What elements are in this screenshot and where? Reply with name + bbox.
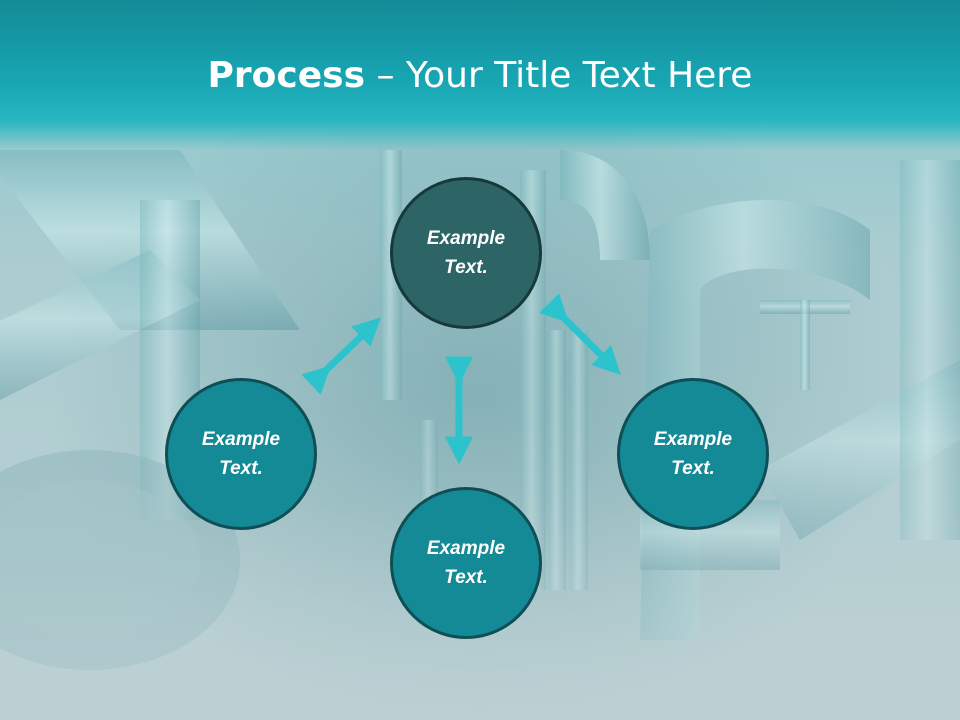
arrow-top-right <box>539 293 621 375</box>
node-text-line1: Example <box>426 538 506 559</box>
node-text-line2: Text. <box>444 257 488 278</box>
process-node-top: Example Text. <box>390 177 542 329</box>
process-node-left: Example Text. <box>165 378 317 530</box>
title-dash: – <box>365 55 406 96</box>
node-text-line2: Text. <box>219 458 263 479</box>
process-node-bottom: Example Text. <box>390 487 542 639</box>
title-bold-part: Process <box>207 55 366 96</box>
node-text-line1: Example <box>201 429 281 450</box>
slide-title: Process – Your Title Text Here <box>0 48 960 104</box>
node-text-line1: Example <box>653 429 733 450</box>
title-text-part: Your Title Text Here <box>405 55 753 96</box>
process-node-right: Example Text. <box>617 378 769 530</box>
title-bar <box>0 0 960 150</box>
node-text-line2: Text. <box>444 567 488 588</box>
arrow-top-left <box>301 317 382 395</box>
node-text-line2: Text. <box>671 458 715 479</box>
node-text-line1: Example <box>426 228 506 249</box>
